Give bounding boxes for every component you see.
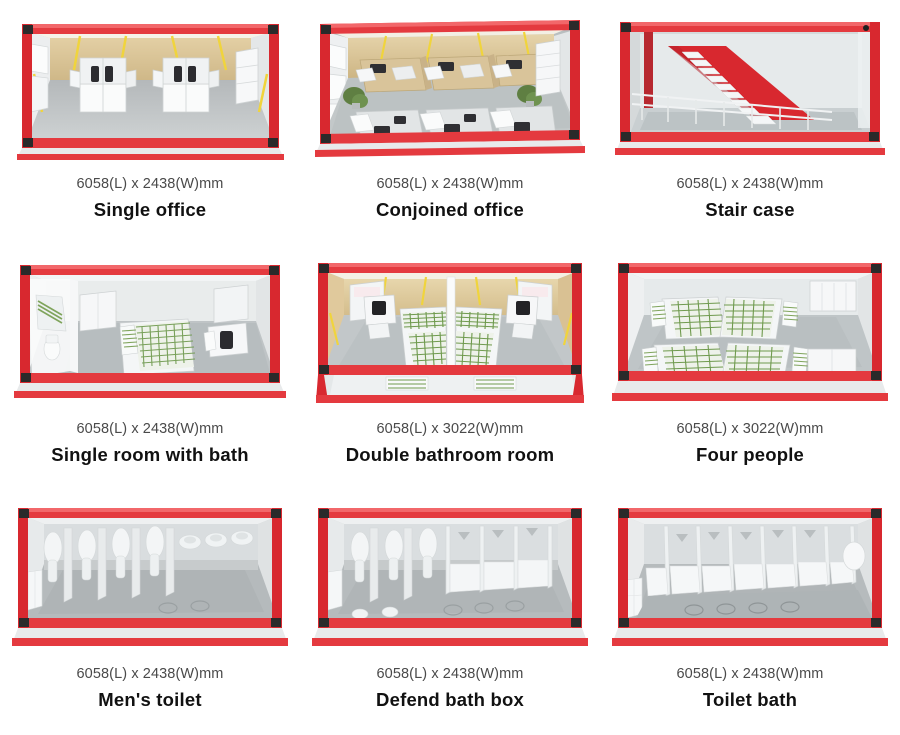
dimensions-text: 6058(L) x 3022(W)mm (676, 421, 824, 437)
product-title: Single office (93, 199, 207, 220)
product-title: Conjoined office (375, 199, 525, 220)
product-card-four-people[interactable]: 6058(L) x 3022(W)mm Four people (600, 245, 900, 490)
dimensions-text: 6058(L) x 2438(W)mm (376, 176, 524, 192)
product-card-stair-case[interactable]: 6058(L) x 2438(W)mm Stair case (600, 0, 900, 245)
product-card-double-bathroom-room[interactable]: 6058(L) x 3022(W)mm Double bathroom room (300, 245, 600, 490)
product-card-conjoined-office[interactable]: 6058(L) x 2438(W)mm Conjoined office (300, 0, 600, 245)
product-title: Four people (695, 444, 805, 465)
conjoined-office-render (308, 8, 593, 170)
defend-bath-box-render (308, 498, 593, 660)
product-title: Stair case (705, 199, 795, 220)
product-card-toilet-bath[interactable]: 6058(L) x 2438(W)mm Toilet bath (600, 490, 900, 735)
caption: 6058(L) x 2438(W)mm Stair case (600, 174, 900, 223)
product-title: Defend bath box (376, 689, 524, 710)
caption: 6058(L) x 2438(W)mm Single office (0, 174, 300, 223)
product-card-defend-bath-box[interactable]: 6058(L) x 2438(W)mm Defend bath box (300, 490, 600, 735)
dimensions-text: 6058(L) x 2438(W)mm (376, 666, 524, 682)
product-card-single-office[interactable]: 6058(L) x 2438(W)mm Single office (0, 0, 300, 245)
product-card-mens-toilet[interactable]: 6058(L) x 2438(W)mm Men's toilet (0, 490, 300, 735)
caption: 6058(L) x 2438(W)mm Men's toilet (0, 664, 300, 713)
product-title: Men's toilet (98, 689, 202, 710)
caption: 6058(L) x 2438(W)mm Conjoined office (300, 174, 600, 223)
toilet-bath-render (608, 498, 893, 660)
double-bathroom-room-render (308, 253, 593, 415)
mens-toilet-render (8, 498, 293, 660)
single-room-with-bath-render (8, 253, 293, 415)
four-people-render (608, 253, 893, 415)
stair-case-render (608, 8, 893, 170)
dimensions-text: 6058(L) x 2438(W)mm (76, 176, 224, 192)
dimensions-text: 6058(L) x 2438(W)mm (676, 666, 824, 682)
product-title: Double bathroom room (345, 444, 555, 465)
product-title: Single room with bath (51, 444, 249, 465)
caption: 6058(L) x 2438(W)mm Defend bath box (300, 664, 600, 713)
dimensions-text: 6058(L) x 3022(W)mm (376, 421, 524, 437)
dimensions-text: 6058(L) x 2438(W)mm (76, 666, 224, 682)
single-office-render (8, 8, 293, 170)
caption: 6058(L) x 2438(W)mm Toilet bath (600, 664, 900, 713)
caption: 6058(L) x 3022(W)mm Double bathroom room (300, 419, 600, 468)
dimensions-text: 6058(L) x 2438(W)mm (76, 421, 224, 437)
plant (342, 87, 368, 109)
caption: 6058(L) x 2438(W)mm Single room with bat… (0, 419, 300, 468)
dimensions-text: 6058(L) x 2438(W)mm (676, 176, 824, 192)
product-card-single-room-with-bath[interactable]: 6058(L) x 2438(W)mm Single room with bat… (0, 245, 300, 490)
product-title: Toilet bath (702, 689, 798, 710)
caption: 6058(L) x 3022(W)mm Four people (600, 419, 900, 468)
